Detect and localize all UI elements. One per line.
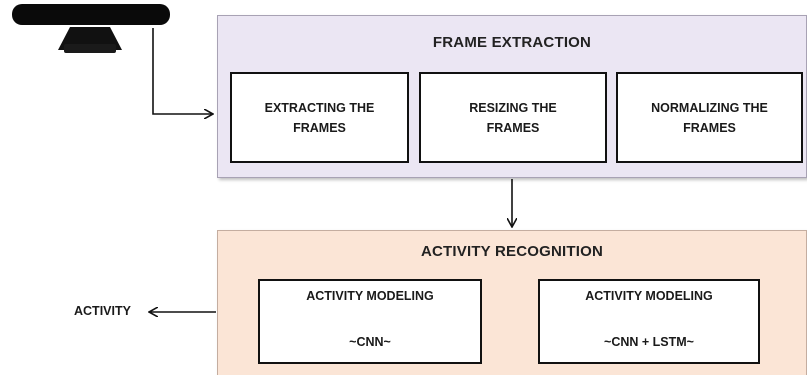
cnn-lstm-model-title: ACTIVITY MODELING xyxy=(585,289,713,303)
cnn-model-title: ACTIVITY MODELING xyxy=(306,289,434,303)
resizing-frames-line2: FRAMES xyxy=(486,120,540,135)
activity-output-label: ACTIVITY xyxy=(74,304,131,318)
cnn-lstm-model-box: ACTIVITY MODELING ~CNN + LSTM~ xyxy=(538,279,760,364)
cnn-lstm-model-subtitle: ~CNN + LSTM~ xyxy=(604,335,694,349)
camera-sensor-icon xyxy=(12,4,170,53)
normalizing-frames-box: NORMALIZING THE FRAMES xyxy=(616,72,803,163)
frame-extraction-panel: FRAME EXTRACTION EXTRACTING THE FRAMES R… xyxy=(217,15,807,178)
normalizing-frames-line1: NORMALIZING THE xyxy=(651,100,768,115)
frame-extraction-title: FRAME EXTRACTION xyxy=(432,34,592,51)
cnn-model-box: ACTIVITY MODELING ~CNN~ xyxy=(258,279,482,364)
cnn-model-subtitle: ~CNN~ xyxy=(349,335,391,349)
resizing-frames-box: RESIZING THE FRAMES xyxy=(419,72,607,163)
extracting-frames-box: EXTRACTING THE FRAMES xyxy=(230,72,409,163)
camera-to-frame-extraction-arrow xyxy=(152,28,212,114)
extracting-frames-line2: FRAMES xyxy=(293,120,346,135)
extracting-frames-line1: EXTRACTING THE xyxy=(264,100,375,115)
resizing-frames-line1: RESIZING THE xyxy=(469,100,557,115)
normalizing-frames-line2: FRAMES xyxy=(683,120,736,135)
activity-recognition-panel: ACTIVITY RECOGNITION ACTIVITY MODELING ~… xyxy=(217,230,807,375)
activity-recognition-title: ACTIVITY RECOGNITION xyxy=(420,243,604,260)
